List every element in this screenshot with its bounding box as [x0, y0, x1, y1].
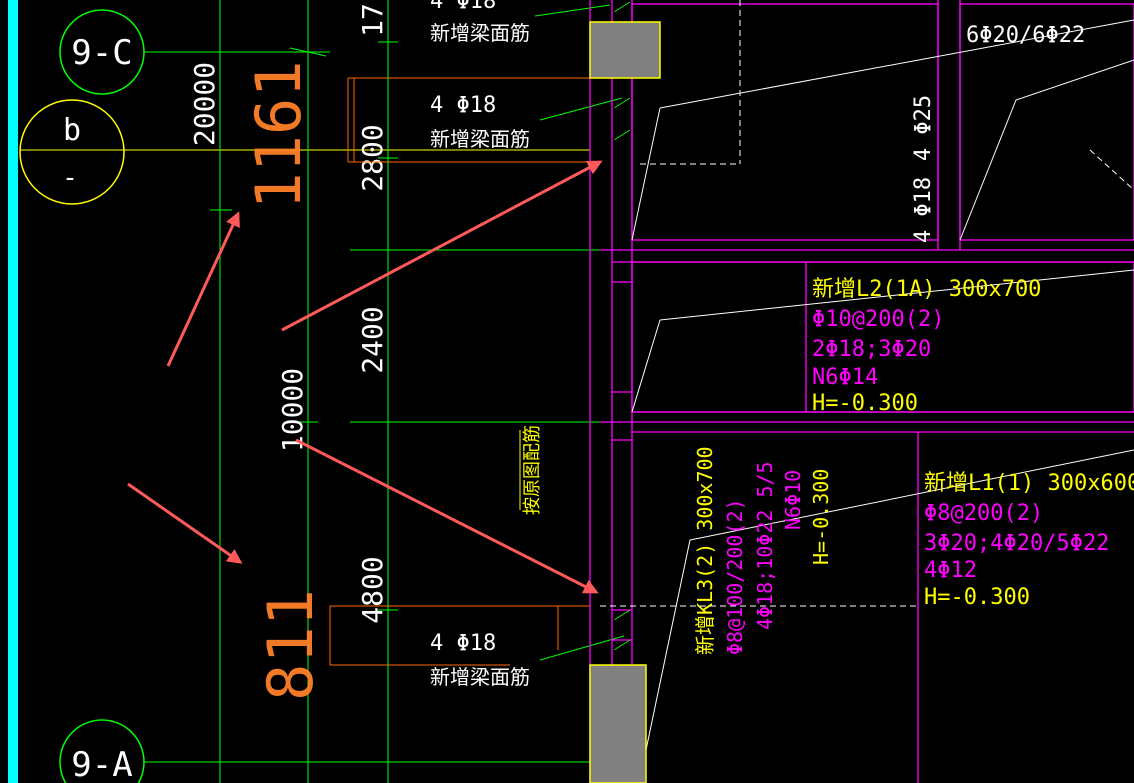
beam-face-note-0-label: 新增梁面筋 — [430, 21, 530, 45]
dimension-4800: 4800 — [356, 556, 389, 623]
grid-bubble-9a-label: 9-A — [71, 745, 132, 783]
beam-kl3-bars: 4Φ18;10Φ22 5/5 — [753, 461, 777, 630]
beam-face-note-lower[interactable]: 4 Φ18 新增梁面筋 — [430, 631, 625, 689]
right-top-label: 6Φ20/6Φ22 — [966, 23, 1085, 48]
dashed-beam-lines — [600, 0, 1134, 607]
beam-l1-title: 新增L1(1) 300x600 — [924, 471, 1134, 496]
dimension-17: 17 — [356, 3, 389, 37]
vertical-note: 按原图配筋 — [522, 425, 543, 515]
arrow-to-bottom-number — [127, 482, 243, 564]
beam-l2-side: N6Φ14 — [812, 365, 878, 390]
column-top[interactable] — [589, 21, 661, 79]
beam-kl3-label[interactable]: 新增KL3(2) 300x700 Φ8@100/200(2) 4Φ18;10Φ2… — [693, 446, 833, 655]
grid-bubble-9a[interactable]: 9-A — [59, 719, 145, 783]
beam-kl3-title: 新增KL3(2) 300x700 — [693, 446, 717, 655]
beam-l1-label[interactable]: 新增L1(1) 300x600 Φ8@200(2) 3Φ20;4Φ20/5Φ22… — [924, 471, 1134, 610]
beam-face-note-1-label: 新增梁面筋 — [430, 127, 530, 151]
beam-face-note-top-cut[interactable]: 4 Φ18 新增梁面筋 — [430, 0, 611, 45]
grid-bubble-9c-label: 9-C — [71, 33, 132, 73]
grid-bubble-b-label: b — [63, 113, 81, 148]
walls — [589, 0, 1134, 783]
beam-l2-title: 新增L2(1A) 300x700 — [812, 277, 1041, 302]
dimension-2400: 2400 — [356, 306, 389, 373]
beam-kl3-elev: H=-0.300 — [809, 469, 833, 565]
beam-face-note-top-bar: 4 Φ18 — [430, 0, 496, 14]
beam-l2-bars: 2Φ18;3Φ20 — [812, 337, 931, 362]
dimension-2800: 2800 — [356, 124, 389, 191]
grid-bubble-9c[interactable]: 9-C — [59, 9, 145, 95]
beam-face-note-2-label: 新增梁面筋 — [430, 665, 530, 689]
viewport-left-edge — [8, 0, 18, 783]
big-number-bottom: 811 — [254, 589, 327, 701]
beam-l1-side: 4Φ12 — [924, 558, 977, 583]
arrow-to-lower-column — [295, 438, 599, 594]
beam-l2-label[interactable]: 新增L2(1A) 300x700 Φ10@200(2) 2Φ18;3Φ20 N6… — [812, 277, 1041, 416]
upper-section-bottom-bar: 4 Φ18 — [911, 177, 936, 243]
beam-face-note-2-bar: 4 Φ18 — [430, 631, 496, 656]
arrow-to-upper-column — [281, 160, 603, 332]
beam-kl3-side: N6Φ10 — [781, 470, 805, 530]
column-bottom[interactable] — [589, 664, 647, 783]
beam-l1-elev: H=-0.300 — [924, 585, 1030, 610]
dimension-10000: 10000 — [276, 368, 309, 452]
beam-face-note-1-bar: 4 Φ18 — [430, 93, 496, 118]
beam-face-note-upper[interactable]: 4 Φ18 新增梁面筋 — [430, 93, 623, 151]
beam-l2-elev: H=-0.300 — [812, 391, 918, 416]
dimension-lines — [210, 0, 600, 783]
grid-bubble-b-sub: - — [62, 163, 78, 193]
grid-bubble-b[interactable]: b - — [19, 99, 125, 205]
beam-l1-stirrup: Φ8@200(2) — [924, 501, 1043, 526]
leader-boxes — [329, 77, 590, 666]
beam-l2-stirrup: Φ10@200(2) — [812, 307, 944, 332]
section-lines — [631, 19, 1134, 751]
arrow-to-top-number — [166, 211, 240, 367]
annotation-arrows — [127, 160, 603, 594]
dimension-20000: 20000 — [188, 62, 221, 146]
beam-l1-bars: 3Φ20;4Φ20/5Φ22 — [924, 531, 1109, 556]
big-number-top: 1161 — [242, 60, 315, 209]
beam-kl3-stirrup: Φ8@100/200(2) — [723, 498, 747, 655]
upper-section-right-bar: 4 Φ25 — [911, 95, 936, 161]
